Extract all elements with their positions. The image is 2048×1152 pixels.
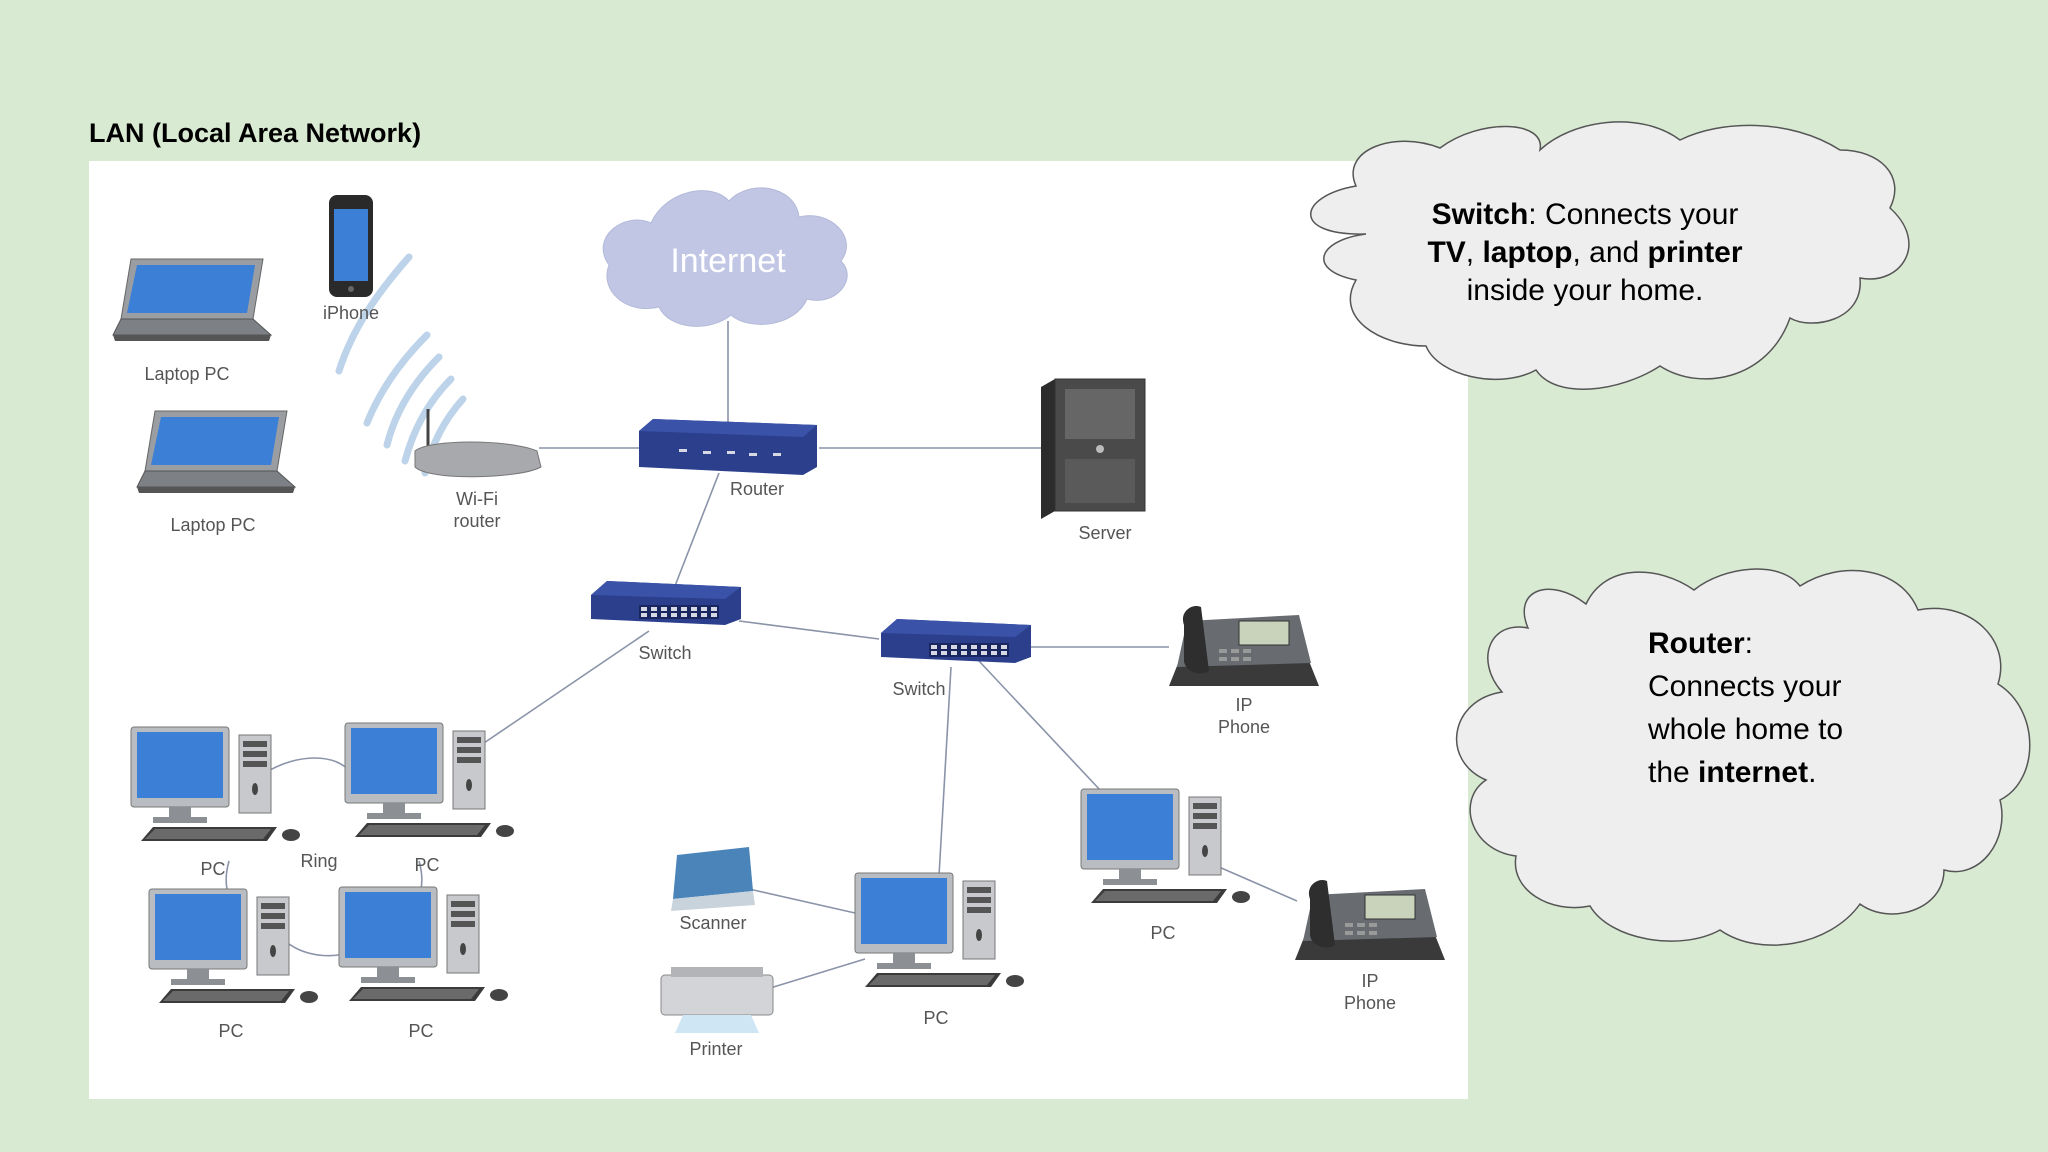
pc-icon: [1081, 789, 1250, 903]
pc-label: PC: [1150, 923, 1175, 943]
laptop-label: Laptop PC: [144, 364, 229, 384]
laptop-icon: [112, 258, 272, 342]
router-label: Router: [730, 479, 784, 499]
ip-phone-label-line1: IP: [1235, 695, 1252, 715]
internet-label: Internet: [670, 242, 786, 280]
router-text: Connects your: [1648, 670, 1842, 703]
laptop-term: laptop: [1482, 236, 1573, 269]
ip-phone-label-line2: Phone: [1218, 717, 1270, 737]
switch-label: Switch: [638, 643, 691, 663]
printer-term: printer: [1647, 236, 1743, 269]
scanner-label: Scanner: [679, 913, 746, 933]
server-label: Server: [1078, 523, 1131, 543]
pc-icon: [855, 873, 1024, 987]
laptop-label: Laptop PC: [170, 515, 255, 535]
ip-phone-label-line2: Phone: [1344, 993, 1396, 1013]
pc-label: PC: [200, 859, 225, 879]
iphone-icon: [329, 195, 373, 297]
ip-phone-icon: [1294, 879, 1446, 961]
wifi-router-icon: [414, 409, 542, 478]
switch-label: Switch: [892, 679, 945, 699]
wifi-router-label-line1: Wi-Fi: [456, 489, 498, 509]
pc-label: PC: [408, 1021, 433, 1041]
ring-label: Ring: [300, 851, 337, 871]
router-callout-text: Router: Connects your whole home to the …: [1648, 622, 1938, 794]
wifi-router-label-line2: router: [453, 511, 500, 531]
scanner-icon: [671, 847, 755, 911]
router-icon: [639, 419, 817, 475]
pc-label: PC: [923, 1008, 948, 1028]
switch-term: Switch: [1431, 198, 1529, 231]
printer-icon: [660, 967, 774, 1033]
switch-callout-text: Switch: Connects your TV, laptop, and pr…: [1340, 196, 1830, 310]
pc-label: PC: [414, 855, 439, 875]
pc-label: PC: [218, 1021, 243, 1041]
server-icon: [1041, 378, 1146, 519]
tv-term: TV: [1427, 236, 1466, 269]
ip-phone-icon: [1168, 605, 1320, 687]
pc-icon: [339, 887, 508, 1001]
printer-label: Printer: [689, 1039, 742, 1059]
iphone-label: iPhone: [323, 303, 379, 323]
router-text: .: [1808, 756, 1817, 789]
ip-phone-label-line1: IP: [1361, 971, 1378, 991]
switch-text: , and: [1572, 236, 1648, 269]
router-text: the: [1648, 756, 1699, 789]
internet-term: internet: [1698, 756, 1809, 789]
router-term: Router: [1648, 627, 1745, 660]
switch-text: ,: [1465, 236, 1483, 269]
switch-text: inside your home.: [1466, 274, 1704, 307]
internet-cloud-icon: [602, 187, 848, 327]
slide-title: LAN (Local Area Network): [89, 118, 422, 148]
router-text: whole home to: [1648, 713, 1844, 746]
pc-icon: [131, 727, 300, 841]
network-diagram: Internet Router Wi-Fi router iPhone Lapt…: [89, 161, 1468, 1099]
switch-text: : Connects your: [1528, 198, 1739, 231]
laptop-icon: [136, 410, 296, 494]
router-text: :: [1744, 627, 1754, 660]
switch-icon: [591, 581, 741, 625]
switch-icon: [881, 619, 1031, 663]
